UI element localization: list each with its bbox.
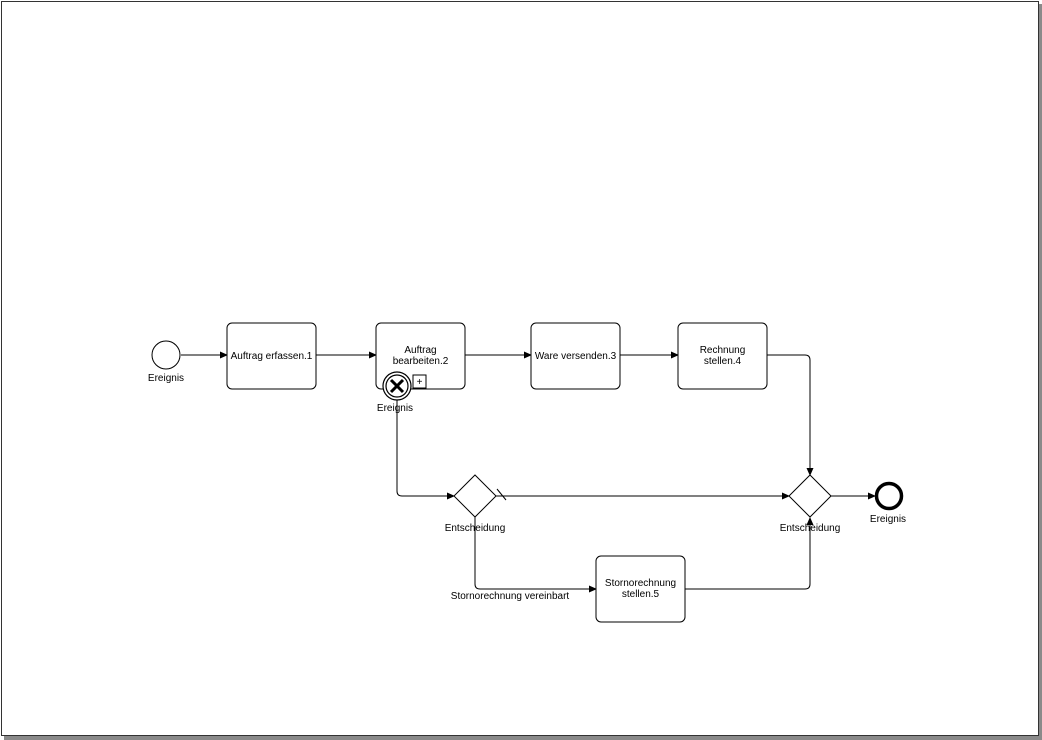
task-2-label-line-1: Auftrag — [404, 345, 436, 356]
task-3-label: Ware versenden.3 — [535, 351, 617, 362]
task-1-label: Auftrag erfassen.1 — [231, 351, 313, 362]
flow-t5-to-g2[interactable] — [685, 517, 814, 590]
flow-condition-label: Stornorechnung vereinbart — [451, 591, 570, 602]
task-2-label-line-2: bearbeiten.2 — [393, 356, 449, 367]
start-event[interactable] — [151, 340, 181, 370]
flow-boundary-to-g1[interactable] — [396, 400, 455, 500]
subprocess-marker: + — [417, 377, 423, 388]
flow-t4-to-g2[interactable] — [767, 354, 814, 476]
task-4-label-line-2: stellen.4 — [704, 356, 742, 367]
task-5-label-line-2: stellen.5 — [622, 589, 660, 600]
task-rechnung-stellen[interactable]: Rechnung stellen.4 — [677, 322, 768, 390]
task-auftrag-erfassen[interactable]: Auftrag erfassen.1 — [226, 322, 317, 390]
subprocess-expand-icon[interactable]: + — [412, 374, 427, 389]
page-shadow-right — [1039, 4, 1042, 738]
task-stornorechnung-stellen[interactable]: Stornorechnung stellen.5 — [595, 555, 686, 623]
cancel-x-icon — [389, 378, 405, 394]
page-shadow-bottom — [4, 736, 1042, 740]
gateway-entscheidung-2[interactable] — [788, 474, 832, 518]
default-flow-slash — [496, 488, 507, 501]
task-5-label-line-1: Stornorechnung — [605, 578, 676, 589]
gateway-entscheidung-1[interactable] — [453, 474, 497, 518]
boundary-event-label: Ereignis — [377, 403, 413, 414]
end-event-label: Ereignis — [870, 514, 906, 525]
start-event-label: Ereignis — [148, 373, 184, 384]
end-event[interactable] — [874, 481, 904, 511]
gateway-1-label: Entscheidung — [445, 523, 506, 534]
boundary-cancel-event[interactable] — [382, 371, 412, 401]
task-ware-versenden[interactable]: Ware versenden.3 — [530, 322, 621, 390]
task-4-label-line-1: Rechnung — [700, 345, 746, 356]
gateway-2-label: Entscheidung — [780, 523, 841, 534]
flow-g1-to-t5[interactable] — [474, 517, 597, 593]
